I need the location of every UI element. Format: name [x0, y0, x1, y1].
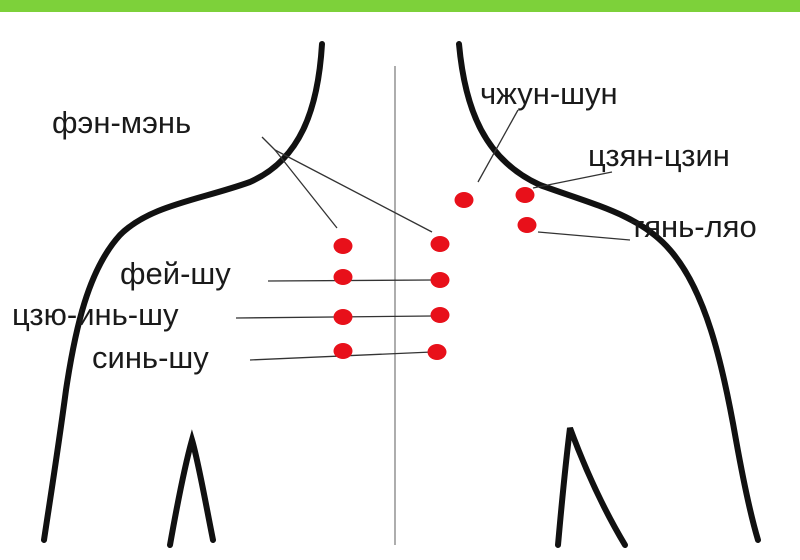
point-jueyin-shu-right	[431, 307, 450, 323]
leader-fen-men-tail	[262, 137, 276, 151]
label-tian-liao: тянь-ляо	[630, 209, 757, 244]
acupoints	[334, 187, 537, 360]
point-tian-liao	[518, 217, 537, 233]
label-fen-men: фэн-мэнь	[52, 105, 191, 140]
right-shoulder-outline	[459, 44, 758, 540]
leader-fen-men-left	[275, 150, 337, 228]
point-jueyin-shu-left	[334, 309, 353, 325]
point-fen-men-left	[334, 238, 353, 254]
leader-fen-men-right	[275, 150, 432, 232]
left-arm-inner-outline	[170, 440, 213, 545]
leader-jian-jing	[533, 172, 612, 188]
point-fei-shu-right	[431, 272, 450, 288]
right-arm-inner-outline	[558, 428, 625, 545]
point-jian-jing	[516, 187, 535, 203]
point-xin-shu-left	[334, 343, 353, 359]
point-fei-shu-left	[334, 269, 353, 285]
leader-tian-liao	[538, 232, 630, 240]
label-jian-jing: цзян-цзин	[588, 138, 730, 173]
label-xin-shu: синь-шу	[92, 340, 209, 375]
label-fei-shu: фей-шу	[120, 256, 231, 291]
label-zhong-shu: чжун-шун	[480, 76, 618, 111]
point-xin-shu-right	[428, 344, 447, 360]
point-zhong-shu	[455, 192, 474, 208]
label-jueyin-shu: цзю-инь-шу	[12, 297, 179, 332]
point-fen-men-right	[431, 236, 450, 252]
